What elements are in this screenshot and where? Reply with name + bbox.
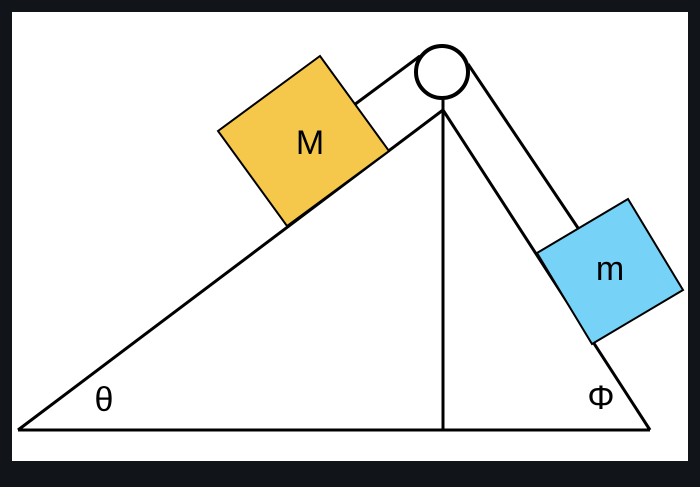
block-m xyxy=(535,197,685,346)
rope-to-m xyxy=(466,63,580,229)
theta-label: θ xyxy=(95,381,114,419)
block-M-label: M xyxy=(296,124,324,162)
pulley-icon xyxy=(414,44,470,100)
rope-to-M xyxy=(353,54,421,107)
block-M xyxy=(216,54,391,228)
block-m-label: m xyxy=(596,250,624,288)
phi-label: Φ xyxy=(587,379,614,417)
